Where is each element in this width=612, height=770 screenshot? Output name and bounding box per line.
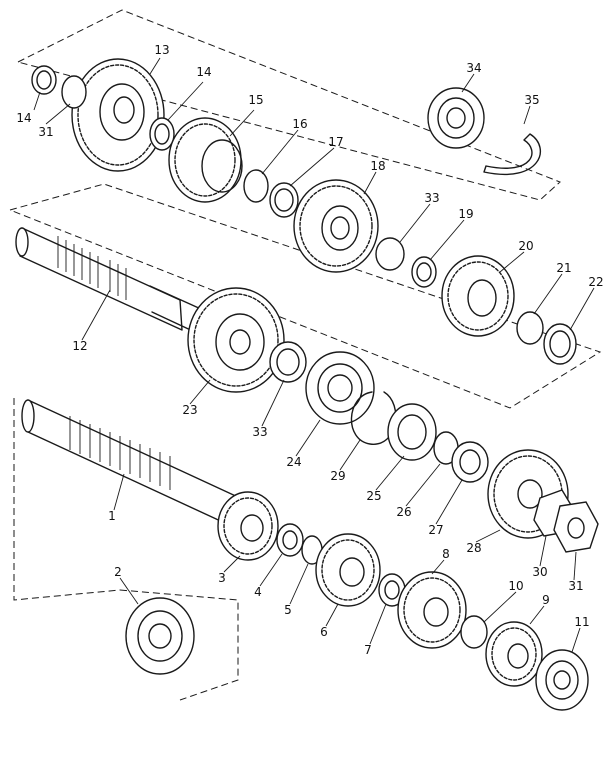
part-label-19: 19: [458, 207, 474, 221]
gear-20: [441, 255, 515, 337]
part-label-30: 30: [532, 565, 548, 579]
washer-14-right: [149, 117, 175, 151]
part-label-23: 23: [182, 403, 198, 417]
bearing-11: [535, 649, 589, 711]
part-label-12: 12: [72, 339, 88, 353]
part-label-28: 28: [466, 541, 482, 555]
part-label-17: 17: [328, 135, 344, 149]
upper-group-outline: [16, 9, 561, 201]
gear-6: [315, 533, 381, 607]
part-label-29: 29: [330, 469, 346, 483]
part-label-6: 6: [320, 625, 328, 639]
part-label-1: 1: [108, 509, 116, 523]
part-label-5: 5: [284, 603, 292, 617]
part-label-18: 18: [370, 159, 386, 173]
part-label-35: 34: [466, 61, 482, 75]
leader-lines: [33, 57, 595, 653]
bushing-33: [269, 341, 307, 383]
part-label-15: 15: [248, 93, 264, 107]
bearing-24: [305, 351, 375, 425]
circlip-29: [350, 391, 397, 445]
part-label-14-right: 14: [196, 65, 212, 79]
part-label-36: 35: [524, 93, 540, 107]
washer-19: [411, 256, 437, 288]
part-label-26: 26: [396, 505, 412, 519]
part-label-20: 20: [518, 239, 534, 253]
washer-4: [276, 523, 304, 557]
gear-9: [485, 621, 543, 687]
part-label-13: 13: [154, 43, 170, 57]
gear-23: [187, 287, 285, 393]
nut-31: [553, 501, 599, 553]
part-label-9: 9: [542, 593, 550, 607]
washer-22: [543, 323, 577, 365]
part-label-10: 10: [508, 579, 524, 593]
part-label-32: 31: [38, 125, 54, 139]
part-label-22: 22: [588, 275, 604, 289]
washer-14-left: [31, 65, 57, 95]
part-label-7: 7: [364, 643, 372, 657]
gear-3: [217, 491, 279, 561]
bearing-35: [427, 87, 485, 149]
circlip-36: [483, 133, 541, 176]
bearing-2-outline: [119, 589, 239, 701]
part-label-3: 3: [218, 571, 226, 585]
part-label-31: 31: [568, 579, 584, 593]
collar-27: [451, 441, 489, 483]
circlip-21: [516, 311, 544, 345]
part-label-11: 11: [574, 615, 590, 629]
lower-group-outline: [13, 398, 121, 601]
bushing-32: [61, 75, 87, 109]
gear-15: [168, 117, 243, 203]
part-label-2: 2: [114, 565, 122, 579]
part-label-25: 25: [366, 489, 382, 503]
gear-13: [71, 58, 165, 172]
shaft-1: [21, 399, 241, 531]
part-label-27: 27: [428, 523, 444, 537]
gear-8: [397, 571, 467, 649]
circlip-16: [243, 169, 269, 203]
part-label-14-left: 14: [16, 111, 32, 125]
part-label-24: 24: [286, 455, 302, 469]
middle-group-outline: [8, 183, 602, 409]
part-label-33: 33: [252, 425, 268, 439]
gear-18: [293, 179, 379, 273]
part-label-34: 33: [424, 191, 440, 205]
part-label-16: 16: [292, 117, 308, 131]
bushing-10: [460, 615, 488, 649]
shaft-12: [15, 227, 213, 341]
part-label-4: 4: [254, 585, 262, 599]
bearing-2: [125, 597, 195, 675]
part-label-8: 8: [442, 547, 450, 561]
washer-17: [269, 182, 299, 218]
oil-seal-25: [387, 403, 437, 461]
part-label-21: 21: [556, 261, 572, 275]
bushing-34: [375, 237, 405, 271]
